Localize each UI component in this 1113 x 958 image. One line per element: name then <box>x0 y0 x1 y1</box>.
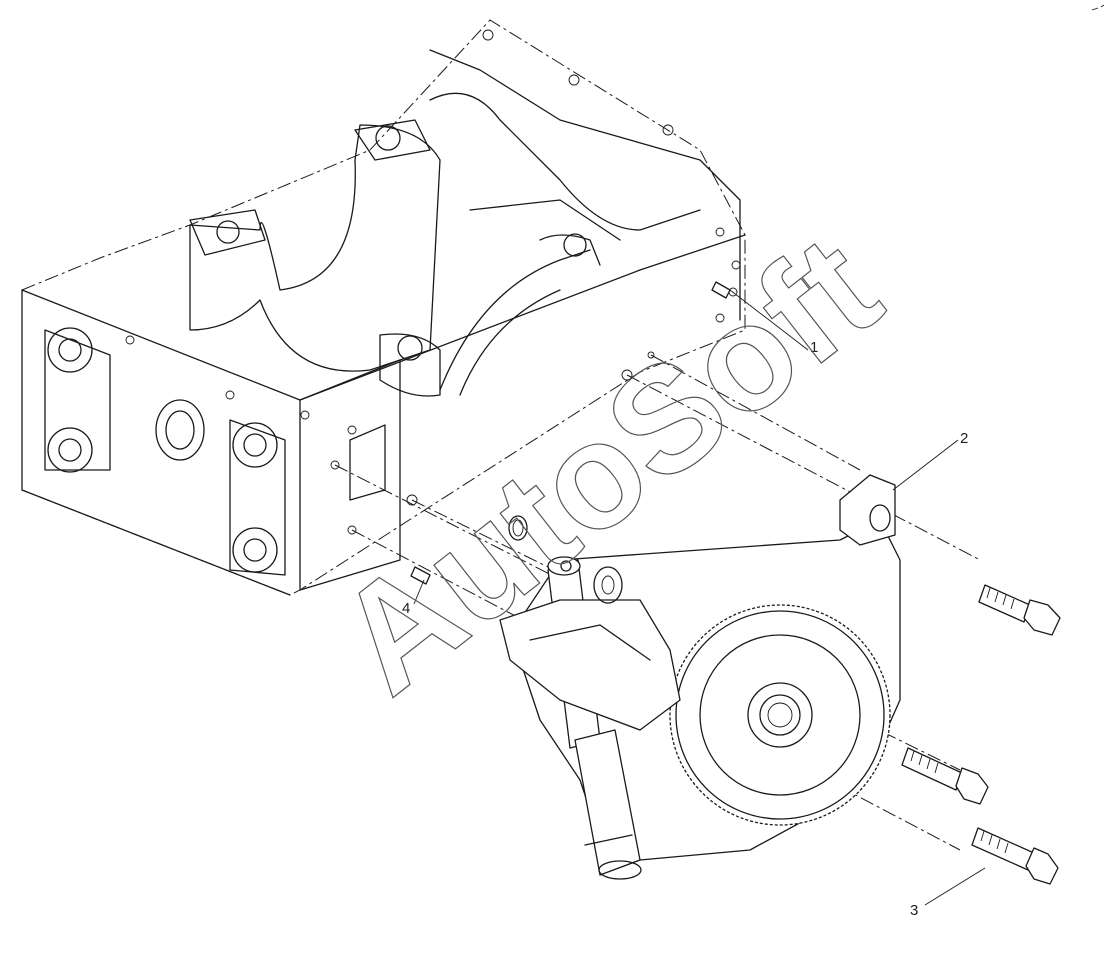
engine-block <box>21 19 746 596</box>
dowel-pin-lower <box>410 566 431 585</box>
bolt-middle <box>901 747 989 805</box>
bolt-upper <box>978 584 1061 636</box>
callout-3: 3 <box>910 902 918 919</box>
bolt-lower <box>971 827 1059 885</box>
bearing-saddles <box>189 119 601 397</box>
callout-4: 4 <box>402 600 410 617</box>
rear-housing <box>429 29 741 323</box>
front-bolt-bosses <box>44 327 310 576</box>
drive-gear <box>669 604 891 826</box>
corner-mark <box>1091 4 1105 11</box>
callout-2: 2 <box>960 430 968 447</box>
oil-pump-assembly <box>499 474 901 880</box>
o-ring-seal <box>508 515 528 541</box>
callout-leaders <box>413 289 986 906</box>
dowel-pin-upper <box>711 281 731 299</box>
callout-1: 1 <box>810 339 818 356</box>
